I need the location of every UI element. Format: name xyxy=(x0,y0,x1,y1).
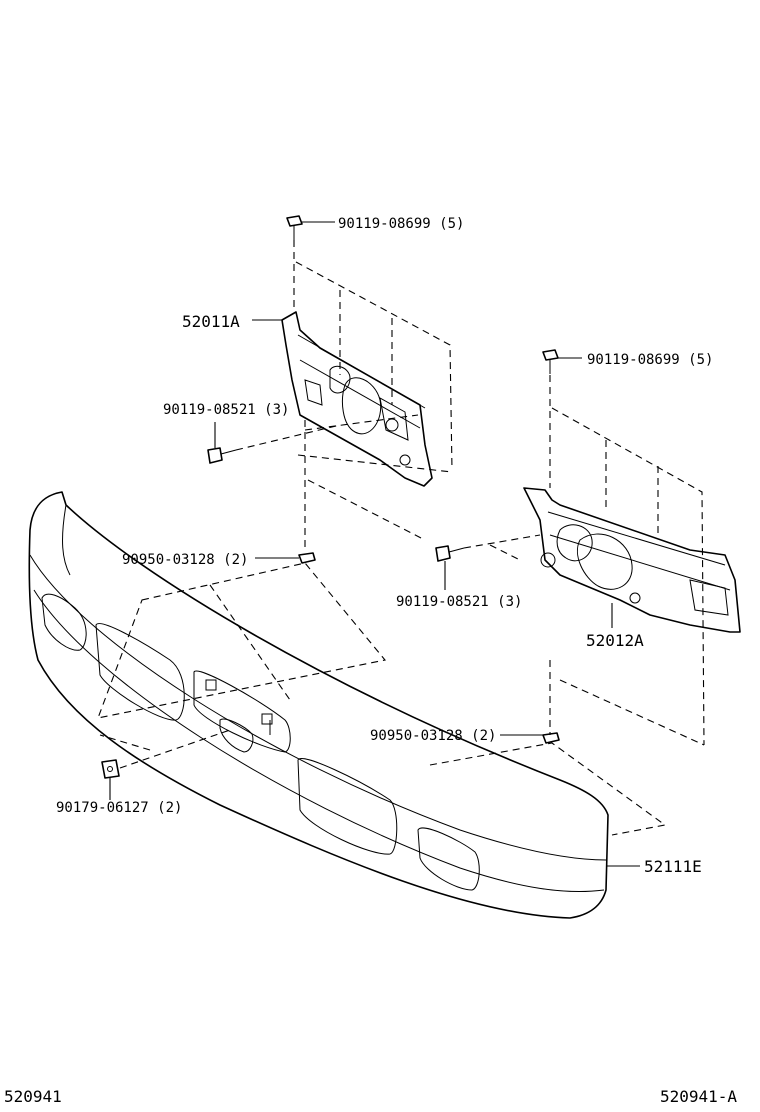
callout-bracket-left: 52011A xyxy=(182,312,240,331)
bracket-right xyxy=(523,487,741,633)
bolt-side-right-icon xyxy=(435,545,465,562)
callout-bumper: 52111E xyxy=(644,857,702,876)
footer-left-code: 520941 xyxy=(4,1087,62,1106)
callout-bolt-upper-right: 90119-08699 (5) xyxy=(587,352,713,368)
leader-lines xyxy=(109,221,640,867)
bolt-upper-right-icon xyxy=(542,349,559,374)
bolt-side-left-icon xyxy=(207,447,237,464)
callout-retainer-right: 90950-03128 (2) xyxy=(370,728,496,744)
clip-nut-icon xyxy=(101,759,120,779)
callout-bolt-side-right: 90119-08521 (3) xyxy=(396,594,522,610)
retainer-right-icon xyxy=(542,732,560,744)
callout-retainer-left: 90950-03128 (2) xyxy=(122,552,248,568)
bracket-left xyxy=(281,311,433,487)
callout-bolt-side-left: 90119-08521 (3) xyxy=(163,402,289,418)
retainer-left-icon xyxy=(298,552,316,564)
assembly-guides xyxy=(97,240,705,836)
callout-bolt-upper-left: 90119-08699 (5) xyxy=(338,216,464,232)
bumper-cover xyxy=(28,491,609,919)
bolt-upper-left-icon xyxy=(286,215,303,240)
callout-clip-nut: 90179-06127 (2) xyxy=(56,800,182,816)
footer-right-code: 520941-A xyxy=(660,1087,737,1106)
callout-bracket-right: 52012A xyxy=(586,631,644,650)
